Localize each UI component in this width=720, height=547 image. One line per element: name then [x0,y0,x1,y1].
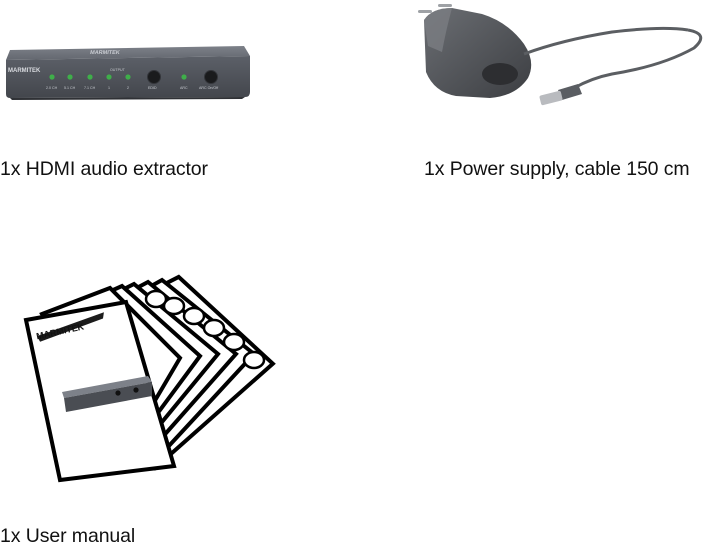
led-label: 2 [127,86,129,90]
user-manual-image: MARMITEK [23,274,276,483]
item-caption: 1x User manual [0,525,136,547]
arc-button-label: ARC On/Off [199,86,218,90]
item-power-supply: 1x Power supply, cable 150 cm [360,0,720,190]
edid-button-label: EDID [148,86,157,90]
led-indicator [181,74,187,80]
led-indicator [67,74,73,80]
device-front-logo: MARMITEK [8,68,41,74]
led-label: ARC [180,86,188,90]
led-label: 2.0 CH [46,86,58,90]
item-caption: 1x Power supply, cable 150 cm [424,158,690,180]
led-indicator [49,74,55,80]
led-indicator [87,74,93,80]
output-group-label: OUTPUT [110,68,126,72]
edid-button [147,70,161,84]
arc-button [204,70,218,84]
item-hdmi-audio-extractor: MARMITEK MARMITEK OUTPUT 2.0 CH 5.1 CH 7… [0,0,360,190]
power-supply-image [418,4,703,106]
led-label: 5.1 CH [64,86,76,90]
item-user-manual: MARMITEK 1x User manual [0,260,360,547]
led-row [49,74,187,80]
device-top-logo: MARMITEK [90,50,121,56]
led-indicator [106,74,112,80]
led-label: 7.1 CH [84,86,96,90]
item-caption: 1x HDMI audio extractor [0,158,208,180]
led-indicator [125,74,131,80]
led-label: 1 [108,86,110,90]
hdmi-audio-extractor-image: MARMITEK MARMITEK OUTPUT 2.0 CH 5.1 CH 7… [6,46,250,100]
